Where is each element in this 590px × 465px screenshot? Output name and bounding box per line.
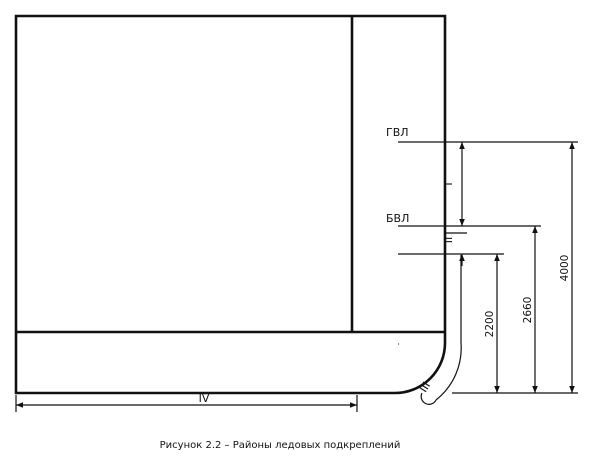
region-1-label: I (442, 182, 455, 185)
height-dimensions (494, 142, 575, 393)
bvl-label: БВЛ (386, 212, 409, 225)
hull-section (14, 14, 462, 405)
gvl-label: ГВЛ (386, 126, 409, 139)
bilge-end-curl (420, 392, 437, 405)
region-2-label: II (442, 237, 455, 244)
region-3-label: III (417, 380, 433, 395)
region-4-label: IV (199, 392, 210, 405)
dimension-2660-label: 2660 (522, 297, 534, 324)
dimension-4000-label: 4000 (559, 255, 571, 282)
dimension-2200-label: 2200 (484, 311, 496, 338)
bilge-offset-line (435, 255, 462, 401)
waterlines (398, 141, 578, 394)
hull-outline (14, 14, 447, 395)
region-4-dimension (15, 395, 358, 412)
figure-caption: Рисунок 2.2 – Районы ледовых подкреплени… (160, 440, 401, 451)
